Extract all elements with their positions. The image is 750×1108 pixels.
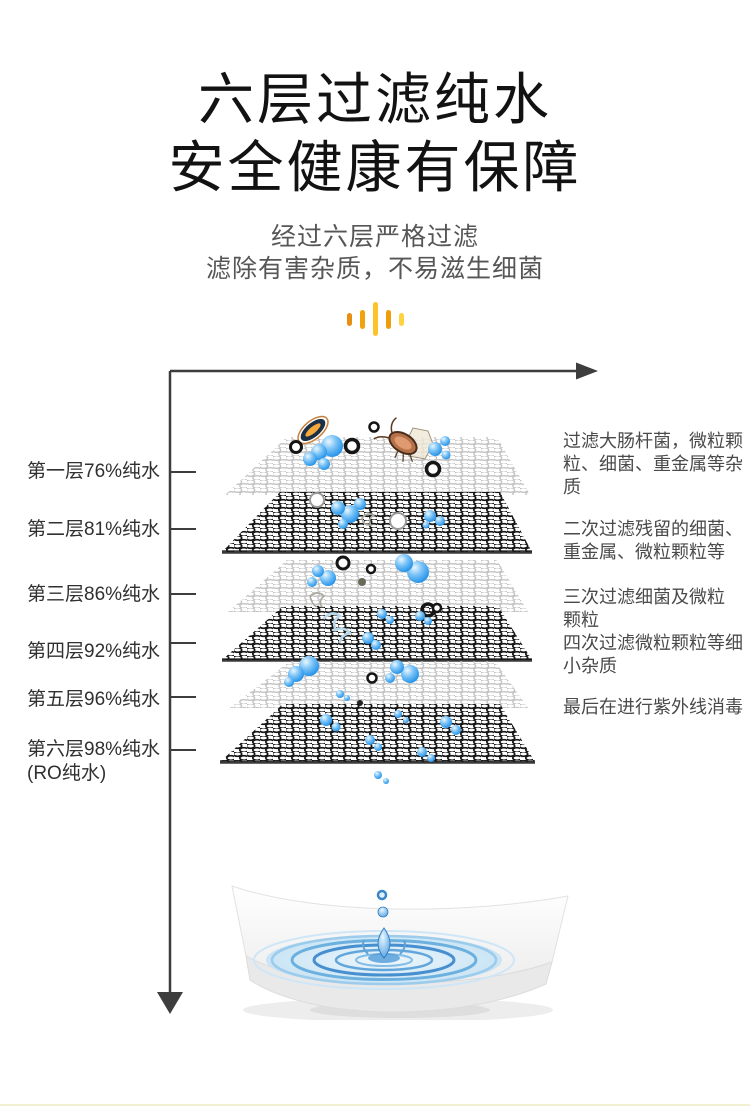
filter-note-5: 最后在进行紫外线消毒 xyxy=(563,697,743,717)
water-bubbles xyxy=(284,656,419,701)
layer-label-3: 第三层86%纯水 xyxy=(27,584,161,605)
down-arrow-icon xyxy=(157,992,183,1014)
filter-layer-4 xyxy=(222,606,532,660)
particle xyxy=(358,578,366,586)
germ-icon xyxy=(373,417,434,463)
filter-layer-6 xyxy=(220,704,535,762)
layer-label-4: 第四层92%纯水 xyxy=(27,641,161,662)
subtitle-line1: 经过六层严格过滤 xyxy=(270,223,479,251)
contaminant-rings xyxy=(357,672,378,706)
axis-ticks xyxy=(171,471,196,751)
water-droplet xyxy=(362,889,406,963)
water-bubbles xyxy=(362,609,432,650)
filter-layer-5 xyxy=(230,661,528,708)
trapped-particles xyxy=(309,492,407,530)
water-bubbles xyxy=(307,554,429,587)
soundwave-bar xyxy=(372,302,378,336)
soundwave-bar xyxy=(398,312,404,326)
page-title-line1: 六层过滤纯水 xyxy=(198,68,552,131)
layer-label-1: 第一层76%纯水 xyxy=(27,461,161,482)
soundwave-bar xyxy=(359,309,365,329)
page-title-line2: 安全健康有保障 xyxy=(168,136,582,199)
axis-frame xyxy=(157,362,598,1014)
filter-layer-2 xyxy=(222,492,532,552)
contaminant-rings xyxy=(289,421,442,478)
water-bubbles xyxy=(320,710,461,784)
layer-label-6-sub: (RO纯水) xyxy=(27,763,107,784)
filter-diagram xyxy=(157,362,598,1020)
trapped-particles xyxy=(322,602,443,644)
water-bubbles xyxy=(331,498,445,529)
filter-note-4: 四次过滤微粒颗粒等细 小杂质 xyxy=(563,633,743,676)
layer-label-2: 第二层81%纯水 xyxy=(27,519,161,540)
filter-note-1: 过滤大肠杆菌，微粒颗 粒、细菌、重金属等杂 质 xyxy=(563,431,743,497)
bottom-divider xyxy=(0,1104,750,1106)
right-arrow-icon xyxy=(576,362,598,380)
filter-layer-1 xyxy=(225,437,530,495)
soundwave-bar xyxy=(385,309,391,329)
filter-layer-3 xyxy=(228,560,528,612)
layer-label-5: 第五层96%纯水 xyxy=(27,689,161,710)
filter-note-3: 三次过滤细菌及微粒 颗粒 xyxy=(563,587,725,630)
water-bubbles xyxy=(303,435,451,470)
soundwave-icon xyxy=(330,299,420,339)
layer-label-6-main: 第六层98%纯水 xyxy=(27,739,161,760)
soundwave-bar xyxy=(346,312,352,326)
layer-label-6: 第六层98%纯水 (RO纯水) xyxy=(27,738,172,786)
subtitle-line2: 滤除有害杂质，不易滋生细菌 xyxy=(205,255,544,283)
filter-note-2: 二次过滤残留的细菌、 重金属、微粒颗粒等 xyxy=(563,519,743,562)
water-dish xyxy=(231,885,569,1020)
